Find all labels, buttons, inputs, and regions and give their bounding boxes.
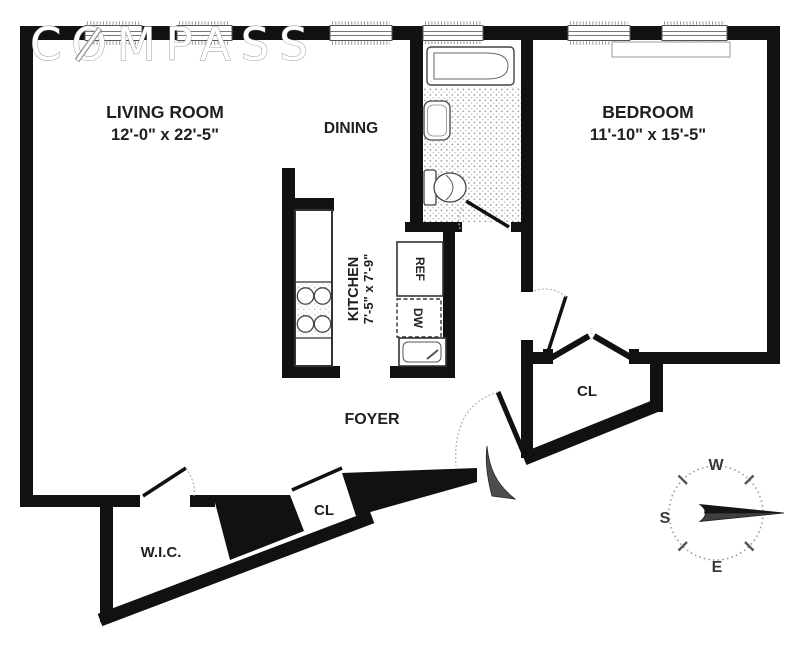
logo-needle-icon: [76, 28, 101, 61]
wall-wic-left: [100, 495, 113, 622]
refrigerator-label: REF: [413, 257, 427, 281]
bathroom-sink-icon: [423, 100, 451, 141]
compass-south-label: S: [660, 510, 671, 527]
brand-logo: COMPASS: [30, 18, 318, 72]
compass-rose-icon: W S E: [660, 457, 785, 576]
wall-left: [20, 26, 33, 507]
stove-icon: [296, 287, 332, 333]
foyer-label: FOYER: [344, 411, 400, 428]
wall-kitchen-bottom-b: [390, 366, 455, 378]
kitchen-counter: [294, 209, 333, 367]
diagonal-walls: [97, 398, 661, 627]
bathroom: [423, 44, 521, 230]
wall-closet-jamb-left: [543, 349, 553, 364]
wall-entry-wedge: [342, 468, 477, 516]
refrigerator: REF: [396, 241, 444, 297]
compass-east-label: E: [712, 559, 723, 576]
room-labels: LIVING ROOM 12'-0" x 22'-5" DINING BEDRO…: [106, 102, 706, 561]
kitchen-dimensions: 7'-5" x 7'-9": [361, 254, 376, 325]
bedroom-closet-label: CL: [577, 383, 597, 400]
window-bedroom-1: [567, 21, 631, 45]
window-dining: [329, 21, 393, 45]
living-room-dimensions: 12'-0" x 22'-5": [111, 126, 219, 144]
wall-kitchen-stub: [282, 198, 334, 211]
dishwasher: DW: [396, 298, 442, 338]
window-living-2: [176, 21, 233, 45]
wall-corridor: [521, 222, 533, 292]
bedroom-label: BEDROOM: [602, 102, 693, 122]
window-bedroom-2: [661, 21, 728, 45]
dining-label: DINING: [324, 120, 378, 137]
bathtub-icon: [426, 46, 515, 86]
wall-bath-bottom-a: [405, 222, 462, 232]
toilet-icon: [423, 169, 467, 206]
hall-closet-label: CL: [314, 502, 334, 519]
wall-bath-right: [521, 40, 533, 232]
bedroom-closet-doors: [549, 327, 634, 361]
wall-bedroom-bottom: [632, 352, 780, 364]
wall-kitchen-left: [282, 168, 295, 378]
wall-right: [767, 26, 780, 364]
wic-door: [142, 466, 195, 498]
wall-living-bottom-b: [190, 495, 215, 507]
wall-kitchen-bottom-a: [282, 366, 340, 378]
windows: [84, 21, 731, 58]
kitchen-sink-icon: [398, 337, 447, 367]
wall-closet-left: [521, 340, 533, 458]
bedroom-window-sill: [611, 41, 731, 58]
kitchen: REF DW: [294, 209, 447, 367]
wall-chunk-closets: [213, 495, 304, 560]
hall-closet-door: [291, 466, 343, 492]
bedroom-door: [533, 288, 568, 356]
wall-closet-jamb-right: [629, 349, 639, 364]
brand-logo-text: COMPASS: [30, 18, 318, 71]
entry-door: [455, 391, 528, 500]
dishwasher-label: DW: [411, 308, 425, 329]
wall-bath-left: [410, 40, 423, 232]
entry-arrow-icon: [485, 445, 517, 500]
compass-west-label: W: [708, 457, 724, 474]
wic-label: W.I.C.: [141, 544, 182, 561]
bathroom-door: [458, 199, 510, 230]
kitchen-label: KITCHEN: [346, 257, 362, 321]
window-bathroom: [422, 21, 484, 45]
wall-living-bottom-a: [20, 495, 140, 507]
doors: [142, 288, 634, 500]
bedroom-dimensions: 11'-10" x 15'-5": [590, 126, 706, 144]
living-room-label: LIVING ROOM: [106, 102, 224, 122]
wall-step: [650, 352, 663, 412]
